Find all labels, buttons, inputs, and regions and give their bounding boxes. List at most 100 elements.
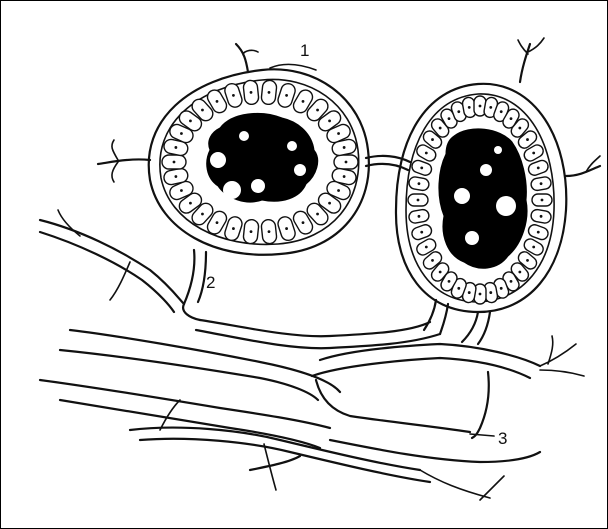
cell-nucleus [489,291,492,294]
left-vacuole [294,164,306,176]
hypha-branch [540,344,576,366]
cell-nucleus [510,280,513,283]
cell-nucleus [526,138,529,141]
right-vacuole [465,231,479,245]
cell-nucleus [189,202,192,205]
cell-nucleus [174,146,177,149]
hypha-branch [518,40,528,54]
cell-nucleus [343,175,346,178]
cell-nucleus [316,213,319,216]
cell-nucleus [250,91,253,94]
left-stalk [183,250,200,320]
cell-nucleus [468,291,471,294]
right-stalk [440,304,448,334]
label-1: 1 [300,41,309,60]
cell-nucleus [425,246,428,249]
cell-nucleus [448,117,451,120]
cell-nucleus [417,199,420,202]
cell-nucleus [343,146,346,149]
cell-nucleus [537,166,540,169]
hypha-branch [112,140,118,160]
hypha-lower [140,439,430,482]
cell-nucleus [425,152,428,155]
hypha-bridge [366,164,408,170]
left-vacuole [239,131,249,141]
cell-nucleus [316,109,319,112]
cell-nucleus [216,221,219,224]
cell-nucleus [250,230,253,233]
cell-nucleus [268,91,271,94]
right-vacuole [454,188,470,204]
cell-nucleus [216,100,219,103]
hypha-lower [312,358,530,378]
cell-nucleus [337,132,340,135]
cell-nucleus [201,213,204,216]
hypha-lower [70,330,340,392]
hypha-lower [60,350,318,400]
cell-nucleus [328,119,331,122]
cell-nucleus [439,271,442,274]
cell-nucleus [479,105,482,108]
cell-nucleus [457,287,460,290]
right-central-cavity [439,129,527,268]
hypha-lower [472,372,489,438]
cell-nucleus [268,230,271,233]
cell-nucleus [489,106,492,109]
hypha-lower [316,380,470,432]
cell-nucleus [189,119,192,122]
left-vacuole [210,152,226,168]
cell-nucleus [328,202,331,205]
cell-nucleus [532,246,535,249]
right-fruiting-body [396,84,566,312]
cell-nucleus [500,110,503,113]
cell-nucleus [537,231,540,234]
cell-nucleus [418,215,421,218]
cell-nucleus [510,117,513,120]
cell-nucleus [232,94,235,97]
right-stalk [462,312,478,342]
cell-nucleus [541,199,544,202]
left-fruiting-body [149,69,369,254]
cell-nucleus [337,189,340,192]
hypha-branch [420,470,490,498]
cell-nucleus [500,287,503,290]
cell-nucleus [457,110,460,113]
left-stalk [198,252,206,302]
cell-nucleus [540,215,543,218]
left-vacuole [251,179,265,193]
cell-nucleus [439,127,442,130]
hypha-branch [112,162,118,182]
left-vacuole [287,141,297,151]
cell-nucleus [420,166,423,169]
cell-nucleus [518,271,521,274]
cell-nucleus [180,132,183,135]
right-vacuole [494,146,502,154]
hypha-branch [98,159,150,164]
cell-nucleus [526,259,529,262]
cell-nucleus [532,152,535,155]
cell-nucleus [540,182,543,185]
hypha-branch [236,44,248,72]
cell-nucleus [468,106,471,109]
cell-nucleus [285,227,288,230]
hypha-branch [243,50,258,56]
right-stalk [478,312,490,344]
cell-nucleus [418,182,421,185]
right-vacuole [496,196,516,216]
hypha-branch [110,262,130,300]
cell-nucleus [518,127,521,130]
left-vacuole [223,181,241,199]
right-vacuole [480,164,492,176]
cell-nucleus [285,94,288,97]
cell-nucleus [448,280,451,283]
cell-nucleus [232,227,235,230]
label-2: 2 [206,273,215,292]
hypha-branch [160,400,180,430]
hypha-lower [250,456,300,470]
hypha-branch [566,166,600,176]
hypha-main [200,320,430,336]
cell-nucleus [180,189,183,192]
cell-nucleus [302,100,305,103]
cell-nucleus [420,231,423,234]
